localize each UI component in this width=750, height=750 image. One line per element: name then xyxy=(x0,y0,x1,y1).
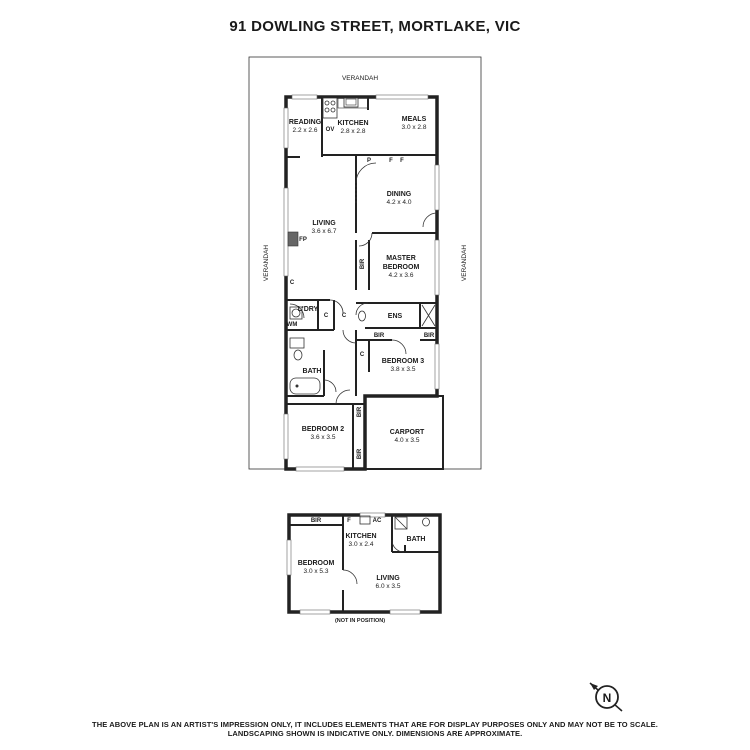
room-carport-name: CARPORT xyxy=(390,429,425,436)
windows xyxy=(283,94,440,472)
room-dining-dims: 4.2 x 4.0 xyxy=(387,199,412,206)
door-swings xyxy=(289,162,438,405)
compass-letter: N xyxy=(603,691,612,705)
unit-kitchen-dims: 3.0 x 2.4 xyxy=(349,541,374,548)
unit-kitchen-name: KITCHEN xyxy=(345,533,376,540)
unit-fixtures xyxy=(342,515,430,585)
room-bedroom3-name: BEDROOM 3 xyxy=(382,358,425,365)
room-meals-dims: 3.0 x 2.8 xyxy=(402,124,427,131)
room-laundry-name: L'DRY xyxy=(298,306,319,313)
unit-windows xyxy=(286,512,421,615)
north-compass-icon: N xyxy=(589,682,623,712)
unit-living-name: LIVING xyxy=(376,575,400,582)
room-reading-name: READING xyxy=(289,119,322,126)
room-bedroom3-dims: 3.8 x 3.5 xyxy=(391,366,416,373)
verandah-label-top: VERANDAH xyxy=(342,75,378,82)
fixture-fireplace-label: FP xyxy=(299,237,307,243)
fixture-washer-label: WM xyxy=(287,322,298,328)
room-master-name2: BEDROOM xyxy=(383,264,420,271)
fixture-fridge-label-1: F xyxy=(389,158,393,164)
disclaimer-line-2: LANDSCAPING SHOWN IS INDICATIVE ONLY. DI… xyxy=(227,729,523,738)
disclaimer: THE ABOVE PLAN IS AN ARTIST'S IMPRESSION… xyxy=(0,720,750,738)
carport-outline xyxy=(365,395,444,470)
unit-position-note: (NOT IN POSITION) xyxy=(335,618,385,624)
room-dining-name: DINING xyxy=(387,191,412,198)
fixture-pantry-label: P xyxy=(367,158,371,164)
fixture-closet-hall-label-1: C xyxy=(342,313,347,319)
unit-bedroom-dims: 3.0 x 5.3 xyxy=(304,568,329,575)
room-living-name: LIVING xyxy=(312,220,336,227)
room-master-name1: MASTER xyxy=(386,255,416,262)
fixture-closet-living-label: C xyxy=(290,280,295,286)
unit-ac-label: AC xyxy=(373,518,382,524)
disclaimer-line-1: THE ABOVE PLAN IS AN ARTIST'S IMPRESSION… xyxy=(92,720,658,729)
fixture-closet-laundry-label: C xyxy=(324,313,329,319)
fixture-fridge-label-2: F xyxy=(400,158,404,164)
room-bedroom2-name: BEDROOM 2 xyxy=(302,426,345,433)
room-master-dims: 4.2 x 3.6 xyxy=(389,272,414,279)
room-kitchen-dims: 2.8 x 2.8 xyxy=(341,128,366,135)
fixture-closet-hall-label-2: C xyxy=(360,352,365,358)
unit-interior-walls xyxy=(289,515,440,612)
room-bath-name: BATH xyxy=(303,368,322,375)
room-ensuite-name: ENS xyxy=(388,313,403,320)
fixture-bir-b3-right-label: BIR xyxy=(424,333,435,339)
page-title: 91 DOWLING STREET, MORTLAKE, VIC xyxy=(229,18,521,35)
unit-exterior-wall xyxy=(287,513,442,614)
fixture-bir-b2-top-label: BIR xyxy=(357,406,363,417)
verandah-label-right: VERANDAH xyxy=(461,245,468,281)
fixture-bir-b3-left-label: BIR xyxy=(374,333,385,339)
verandah-label-left: VERANDAH xyxy=(263,245,270,281)
interior-walls xyxy=(286,97,437,469)
unit-bir-label: BIR xyxy=(311,518,322,524)
room-bedroom2-dims: 3.6 x 3.5 xyxy=(311,434,336,441)
fixture-oven-label: OV xyxy=(326,127,335,133)
unit-fridge-label: F xyxy=(347,518,351,524)
fixture-bir-master-label: BIR xyxy=(360,258,366,269)
room-living-dims: 3.6 x 6.7 xyxy=(312,228,337,235)
room-kitchen-name: KITCHEN xyxy=(337,120,368,127)
fixtures xyxy=(287,97,436,395)
unit-bedroom-name: BEDROOM xyxy=(298,560,335,567)
unit-living-dims: 6.0 x 3.5 xyxy=(376,583,401,590)
room-reading-dims: 2.2 x 2.6 xyxy=(293,127,318,134)
fixture-bir-b2-bottom-label: BIR xyxy=(357,448,363,459)
room-carport-dims: 4.0 x 3.5 xyxy=(395,437,420,444)
unit-bath-name: BATH xyxy=(407,536,426,543)
room-meals-name: MEALS xyxy=(402,116,427,123)
